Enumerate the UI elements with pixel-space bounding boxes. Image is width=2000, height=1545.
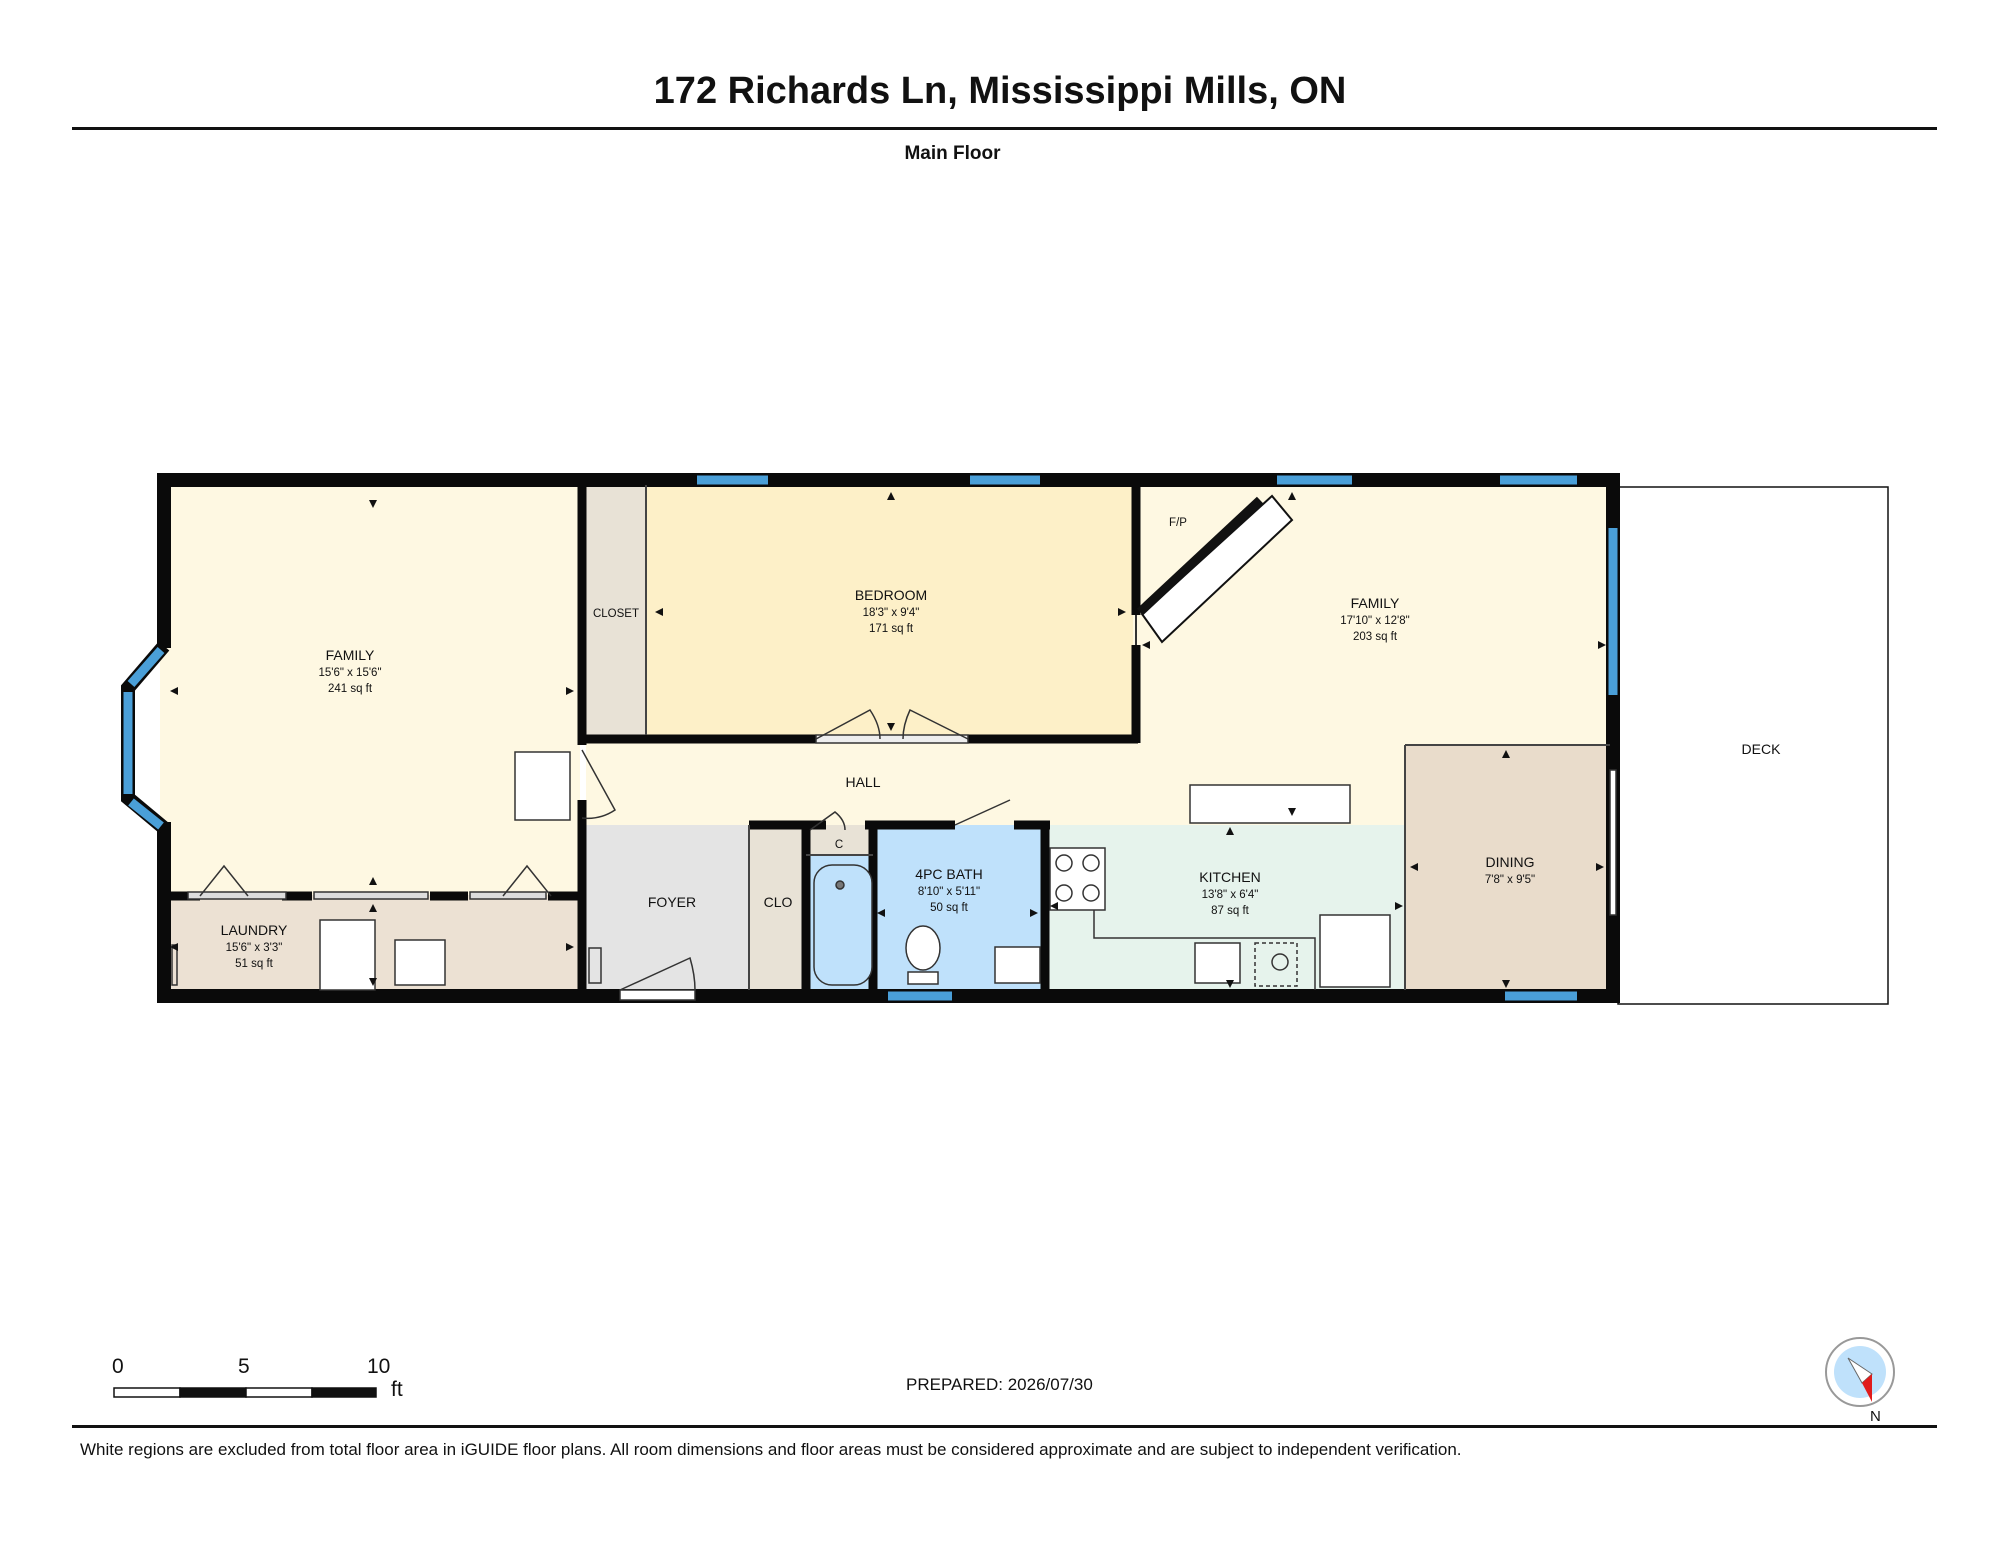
clo-label: CLO [764, 894, 793, 910]
family-west-dims: 15'6" x 15'6" [318, 667, 381, 679]
laundry-name: LAUNDRY [221, 922, 288, 938]
page-title: 172 Richards Ln, Mississippi Mills, ON [653, 70, 1347, 112]
scale-label-0: 0 [112, 1355, 124, 1378]
floor-label: Main Floor [904, 143, 1001, 164]
family-east-name: FAMILY [1351, 595, 1400, 611]
family-east-dims: 17'10" x 12'8" [1340, 615, 1409, 627]
family-east-area: 203 sq ft [1353, 631, 1398, 643]
thin-partitions [645, 485, 1610, 990]
room-dining [1405, 745, 1613, 990]
family-west-name: FAMILY [326, 647, 375, 663]
room-foyer [586, 825, 749, 990]
fireplace-label: F/P [1169, 517, 1187, 529]
room-clo [749, 825, 806, 990]
fixtures [171, 784, 1391, 991]
dimension-arrows [170, 492, 1606, 988]
bath-name: 4PC BATH [915, 866, 982, 882]
dining-dims: 7'8" x 9'5" [1485, 874, 1535, 886]
fireplace [1136, 494, 1294, 644]
scale-bar [113, 1387, 377, 1398]
interior-walls [164, 480, 1141, 996]
laundry-area: 51 sq ft [235, 958, 274, 970]
kitchen-dims: 13'8" x 6'4" [1202, 889, 1259, 901]
bedroom-area: 171 sq ft [869, 623, 914, 635]
compass-label: N [1870, 1408, 1881, 1425]
deck [1617, 486, 1889, 1005]
scale-unit: ft [391, 1378, 403, 1401]
closet-label: CLOSET [593, 608, 639, 620]
footer-rule [72, 1425, 1937, 1428]
room-c [806, 825, 873, 855]
bath-dims: 8'10" x 5'11" [918, 886, 980, 898]
scale-label-5: 5 [238, 1355, 250, 1378]
dining-name: DINING [1486, 854, 1535, 870]
room-closet [586, 485, 646, 735]
laundry-dims: 15'6" x 3'3" [226, 942, 283, 954]
windows [123, 475, 1618, 1001]
family-west-area: 241 sq ft [328, 683, 373, 695]
prepared-date: PREPARED: 2026/07/30 [906, 1375, 1093, 1394]
scale-label-10: 10 [367, 1355, 391, 1378]
bedroom-name: BEDROOM [855, 587, 927, 603]
foyer-label: FOYER [648, 894, 696, 910]
kitchen-name: KITCHEN [1199, 869, 1260, 885]
bath-area: 50 sq ft [930, 902, 969, 914]
room-bedroom [646, 485, 1133, 735]
room-family-west [160, 485, 580, 895]
bedroom-dims: 18'3" x 9'4" [863, 607, 920, 619]
deck-label: DECK [1742, 741, 1782, 757]
disclaimer: White regions are excluded from total fl… [80, 1440, 1462, 1459]
kitchen-area: 87 sq ft [1211, 905, 1250, 917]
hall-label: HALL [845, 774, 880, 790]
compass-icon [1825, 1337, 1895, 1407]
title-rule [72, 127, 1937, 130]
doors [187, 615, 1617, 1001]
c-label: C [835, 839, 843, 851]
